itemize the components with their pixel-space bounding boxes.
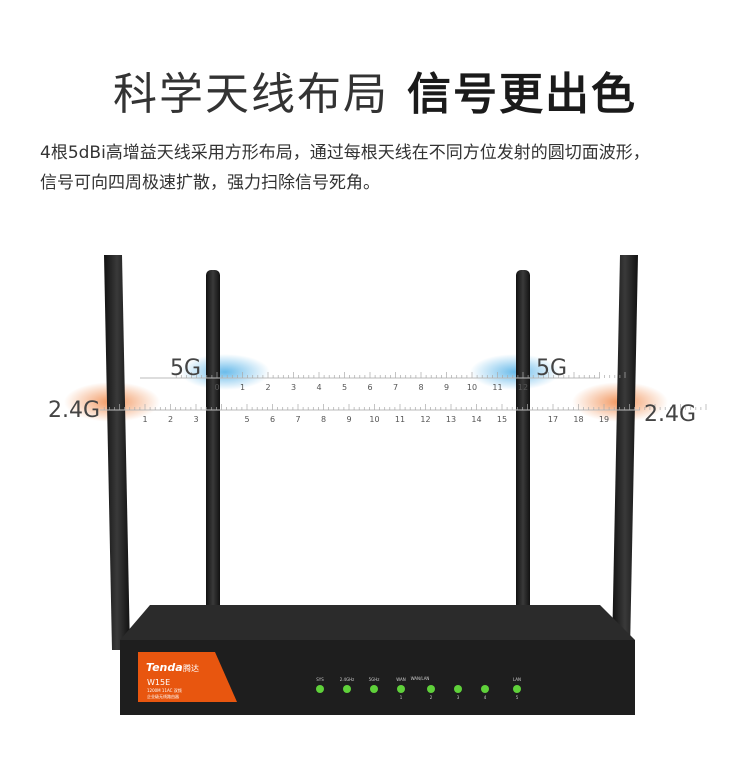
ruler-tick-label: 3 (193, 415, 198, 424)
ruler-tick-label: 10 (369, 415, 379, 424)
ruler-tick-label: 2 (168, 415, 173, 424)
ruler-tick-label: 10 (467, 383, 477, 392)
ruler-tick-label: 2 (265, 383, 270, 392)
router-spec: 1200M 11AC 双频 (147, 687, 182, 693)
led-number: 4 (484, 695, 487, 700)
ruler-tick-label: 7 (295, 415, 300, 424)
led-number: 2 (430, 695, 433, 700)
ruler-tick-label: 1 (142, 415, 147, 424)
ruler-tick-label: 19 (599, 415, 609, 424)
antenna-outer-right (612, 255, 638, 650)
ruler-tick-label: 5 (244, 415, 249, 424)
status-led (454, 685, 462, 693)
wanlan-label: WAN/LAN (411, 676, 430, 681)
label-24g-left: 2.4G (48, 398, 101, 423)
ruler-tick-label: 11 (492, 383, 502, 392)
led-label: LAN (513, 677, 521, 682)
ruler-tick-label: 4 (316, 383, 321, 392)
ruler-tick-label: 9 (346, 415, 351, 424)
antenna-inner-left (206, 270, 220, 610)
ruler-tick-label: 0 (214, 383, 219, 392)
status-led (343, 685, 351, 693)
description: 4根5dBi高增益天线采用方形布局，通过每根天线在不同方位发射的圆切面波形， 信… (40, 138, 730, 198)
ruler-tick-label: 15 (497, 415, 507, 424)
ruler-tick-label: 11 (395, 415, 405, 424)
led-number: 5 (516, 695, 519, 700)
led-number: 1 (400, 695, 403, 700)
title-bold: 信号更出色 (407, 69, 637, 120)
router-top (120, 605, 635, 640)
ruler-tick-label: 6 (270, 415, 275, 424)
router-orange-panel (138, 652, 237, 702)
label-24g-right: 2.4G (644, 402, 697, 427)
glow-5g-right (470, 354, 560, 390)
ruler-tick-label: 7 (393, 383, 398, 392)
antenna-outer-left (104, 255, 130, 650)
ruler-tick-label: 3 (291, 383, 296, 392)
ruler-tick-label: 8 (418, 383, 423, 392)
ruler-tick-label: 8 (321, 415, 326, 424)
description-line: 信号可向四周极速扩散，强力扫除信号死角。 (40, 173, 380, 193)
ruler-tick-label: 17 (548, 415, 558, 424)
label-5g-left: 5G (170, 356, 202, 381)
title-light: 科学天线布局 (113, 69, 389, 120)
router-model: W15E (147, 678, 170, 687)
led-label: SYS (316, 677, 324, 682)
status-led (370, 685, 378, 693)
ruler-tick-label: 18 (573, 415, 583, 424)
status-led (316, 685, 324, 693)
status-led (427, 685, 435, 693)
antenna-inner-right (516, 270, 530, 610)
router-type: 企业级无线路由器 (147, 693, 179, 699)
status-led (513, 685, 521, 693)
glow-5g-left (180, 354, 270, 390)
led-number: 3 (457, 695, 460, 700)
ruler-tick-label: 1 (240, 383, 245, 392)
router-brand: Tenda (146, 661, 183, 674)
ruler-tick-label: 12 (420, 415, 430, 424)
led-label: WAN (396, 677, 405, 682)
ruler-tick-label: 14 (471, 415, 481, 424)
led-label: 5GHz (369, 677, 380, 682)
ruler-tick-label: 13 (446, 415, 456, 424)
ruler-tick-label: 12 (518, 383, 528, 392)
led-label: 2.4GHz (340, 677, 355, 682)
ruler-tick-label: 5 (342, 383, 347, 392)
router-brand-cn: 腾达 (183, 663, 199, 673)
ruler-tick-label: 6 (367, 383, 372, 392)
description-line: 4根5dBi高增益天线采用方形布局，通过每根天线在不同方位发射的圆切面波形， (40, 143, 650, 163)
page-title: 科学天线布局信号更出色 (0, 58, 750, 122)
label-5g-right: 5G (536, 356, 568, 381)
ruler-tick-label: 9 (444, 383, 449, 392)
status-led (481, 685, 489, 693)
status-led (397, 685, 405, 693)
